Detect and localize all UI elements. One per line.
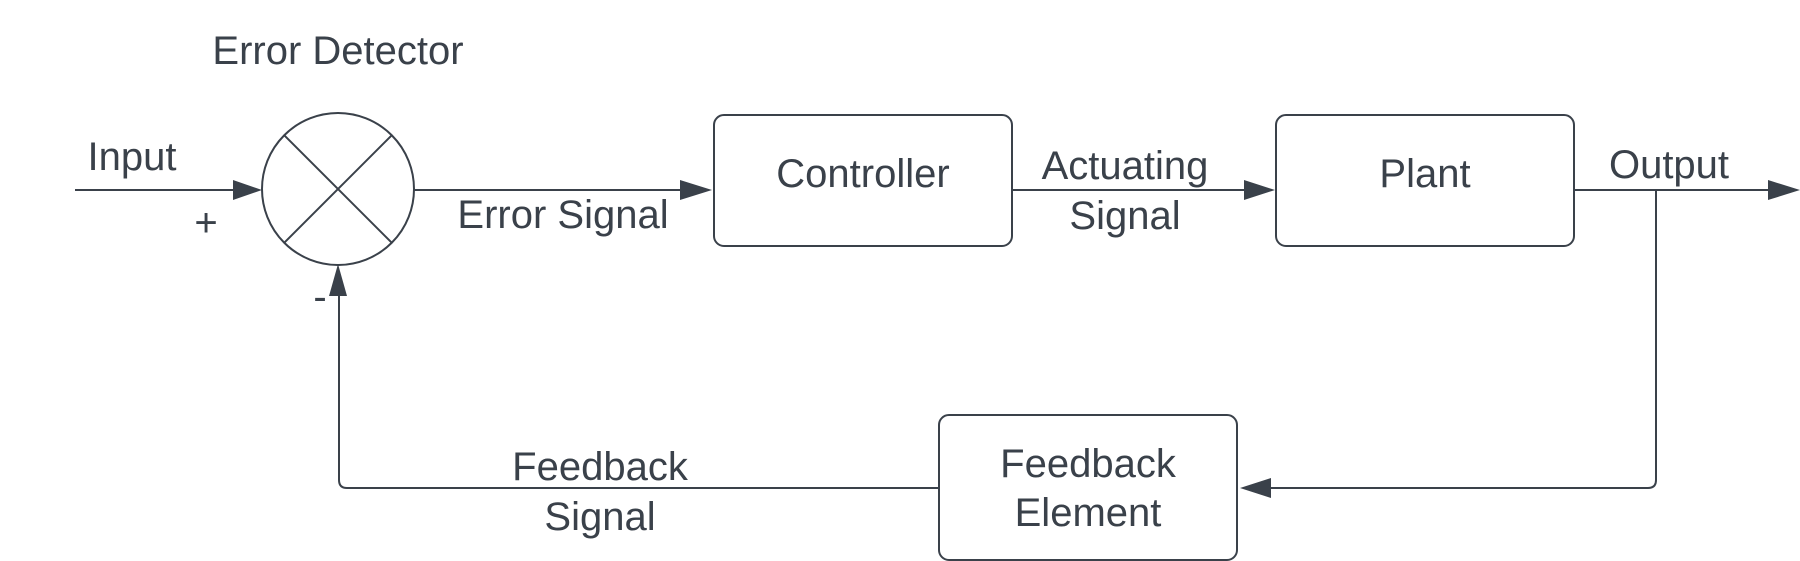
actuating-signal-label-line2: Signal xyxy=(1069,194,1180,238)
minus-sign: - xyxy=(313,275,326,319)
feedback-signal-wire xyxy=(338,290,939,489)
actuating-signal-arrowhead xyxy=(1244,180,1275,200)
controller-label: Controller xyxy=(776,152,949,196)
feedback-signal-arrowhead xyxy=(329,264,347,296)
feedback-signal-label-line1: Feedback xyxy=(512,445,689,489)
input-arrowhead xyxy=(233,180,262,200)
error-signal-label: Error Signal xyxy=(457,193,668,237)
plus-sign: + xyxy=(194,201,217,245)
error-signal-arrowhead xyxy=(680,180,712,200)
actuating-signal-label-line1: Actuating xyxy=(1042,144,1209,188)
plant-block xyxy=(1275,114,1575,247)
output-arrowhead xyxy=(1768,180,1800,200)
plant-label: Plant xyxy=(1379,152,1470,196)
input-label: Input xyxy=(88,135,177,179)
summing-junction xyxy=(261,112,415,266)
feedback-signal-label-line2: Signal xyxy=(544,495,655,539)
error-detector-label: Error Detector xyxy=(212,29,463,73)
feedback-element-arrowhead xyxy=(1240,478,1271,498)
feedback-element-label-line2: Element xyxy=(1015,491,1162,535)
feedback-element-label-line1: Feedback xyxy=(1000,442,1177,486)
output-label: Output xyxy=(1609,143,1729,187)
feedback-takeoff-wire xyxy=(1270,190,1657,489)
controller-block xyxy=(713,114,1013,247)
feedback-element-block xyxy=(938,414,1238,561)
